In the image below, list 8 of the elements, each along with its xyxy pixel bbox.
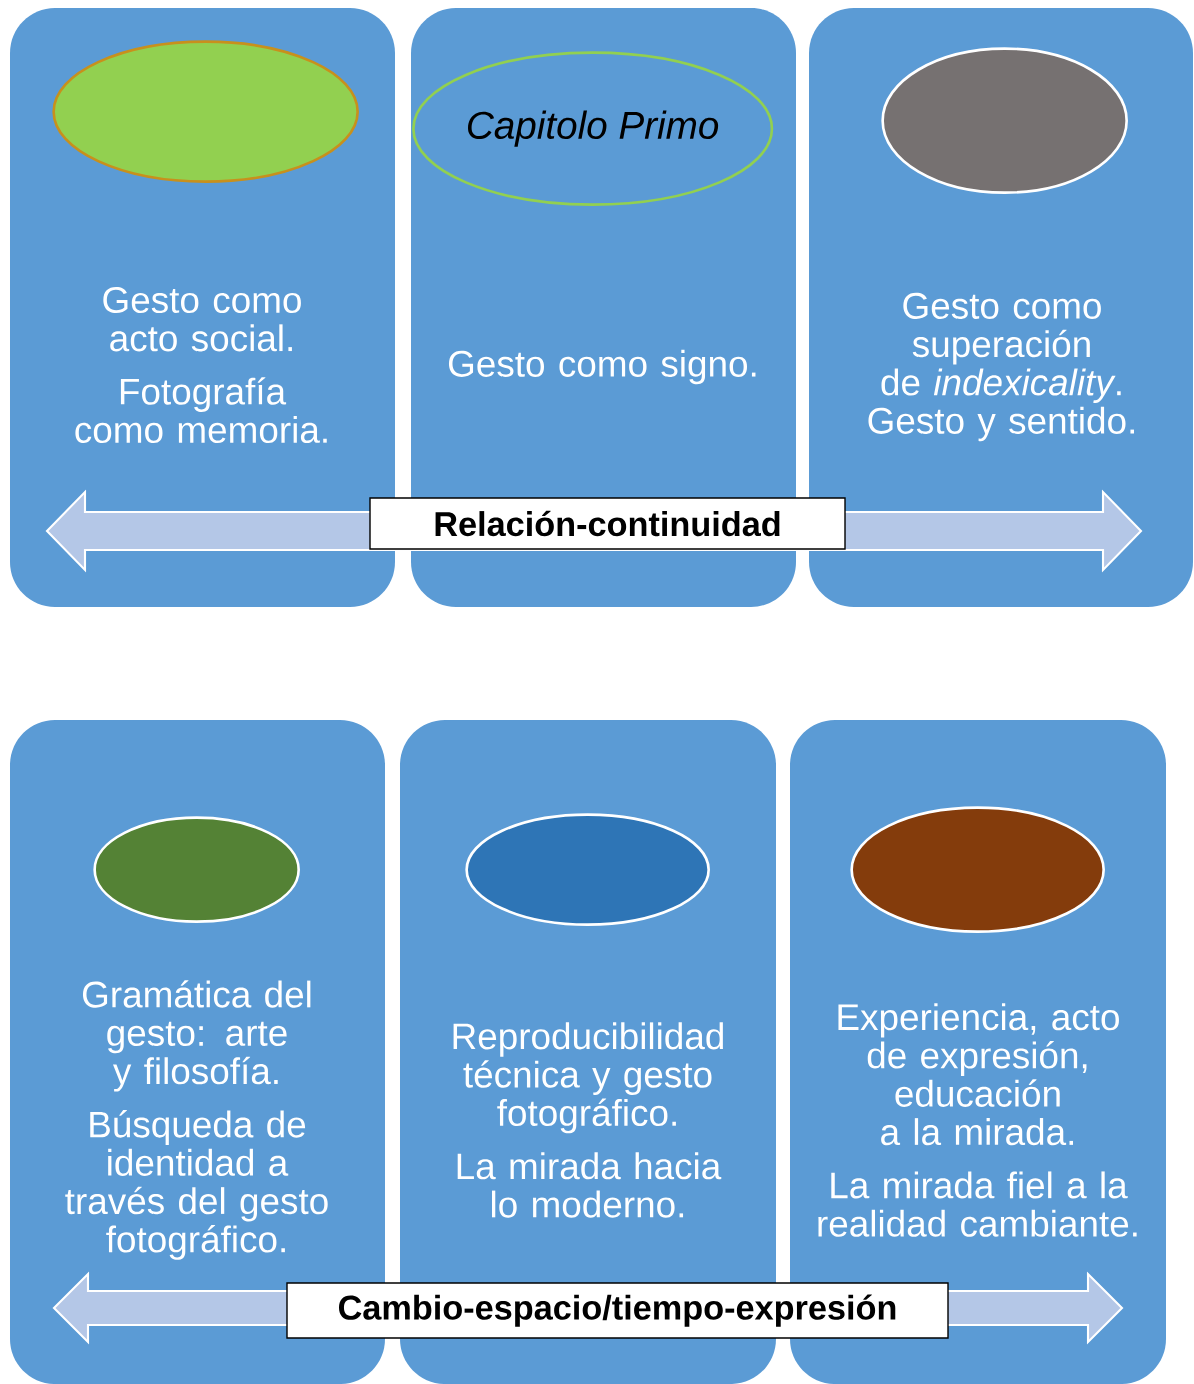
ellipse bbox=[881, 47, 1128, 194]
ellipse bbox=[465, 813, 710, 926]
label-box: Cambio-espacio/tiempo-expresión bbox=[286, 1282, 949, 1339]
ellipse bbox=[850, 806, 1105, 933]
ellipse bbox=[52, 40, 359, 183]
ellipse bbox=[93, 816, 300, 923]
ellipse-label: Capitolo Primo bbox=[412, 51, 774, 206]
label-box: Relación-continuidad bbox=[369, 497, 846, 550]
